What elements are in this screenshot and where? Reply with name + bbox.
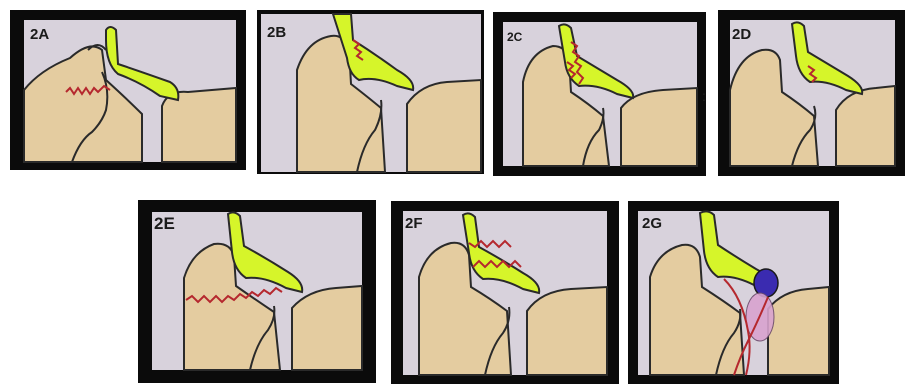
panel-2c: 2C bbox=[493, 12, 706, 176]
panel-2g-label: 2G bbox=[642, 215, 662, 232]
panel-2a-label: 2A bbox=[30, 26, 49, 43]
panel-2b-illustration bbox=[257, 10, 484, 174]
panel-2c-label: 2C bbox=[507, 30, 522, 44]
panel-2e-label: 2E bbox=[154, 214, 175, 234]
panel-2f-label: 2F bbox=[405, 215, 423, 232]
panel-2b: 2B bbox=[257, 10, 484, 174]
panel-2a: 2A bbox=[10, 10, 246, 170]
panel-2f: 2F bbox=[391, 201, 619, 384]
panel-2c-illustration bbox=[493, 12, 706, 176]
panel-2e: 2E bbox=[138, 200, 376, 383]
panel-2g: 2G bbox=[628, 201, 839, 384]
panel-2d: 2D bbox=[718, 10, 905, 176]
stray-mark: : bbox=[702, 88, 706, 104]
panel-2d-label: 2D bbox=[732, 26, 751, 43]
panel-2f-illustration bbox=[391, 201, 619, 384]
panel-2b-label: 2B bbox=[267, 24, 286, 41]
